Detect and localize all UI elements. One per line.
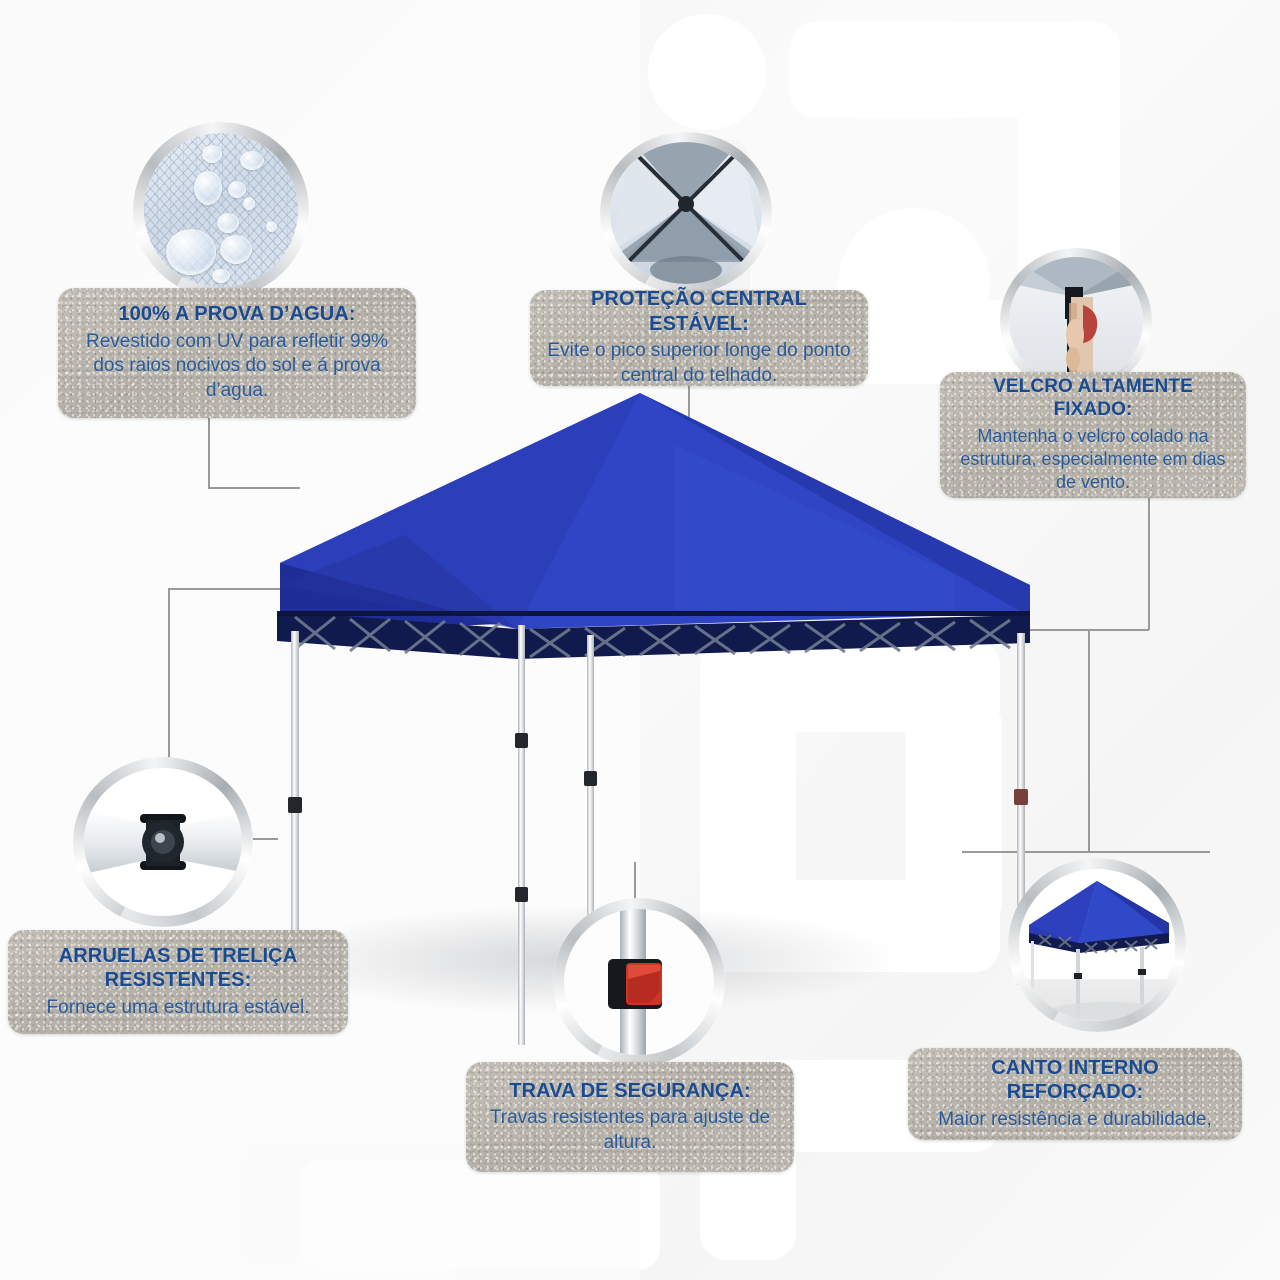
detail-circle-truss-washers xyxy=(73,757,253,927)
callout-velcro-body: Mantenha o velcro colado na estrutura, e… xyxy=(960,425,1226,493)
tent-corner-icon xyxy=(1029,881,1169,1020)
washer-bolt-icon xyxy=(84,810,242,874)
callout-central-protection-body: Evite o pico superior longe do ponto cen… xyxy=(547,340,851,386)
callout-truss-washers-title-line2: RESISTENTES: xyxy=(104,969,252,992)
tent-leg-right xyxy=(1017,633,1025,985)
callout-safety-lock-body: Travas resistentes para ajuste de altura… xyxy=(489,1107,771,1153)
callout-safety-lock[interactable]: TRAVA DE SEGURANÇA: Travas resistentes p… xyxy=(466,1062,794,1172)
canopy-valance xyxy=(277,611,1030,659)
callout-waterproof-title: 100% A PROVA D’AGUA: xyxy=(118,303,356,326)
detail-circle-safety-lock xyxy=(553,898,725,1066)
detail-circle-velcro xyxy=(1000,248,1152,394)
callout-truss-washers-body: Fornece uma estrutura estável. xyxy=(46,996,310,1018)
red-push-lock-icon xyxy=(608,909,662,1055)
callout-reinforced-corner-title: CANTO INTERNO REFORÇADO: xyxy=(991,1056,1159,1104)
hero-tent-image xyxy=(255,385,1055,1045)
callout-central-protection[interactable]: PROTEÇÃO CENTRAL ESTÁVEL: Evite o pico s… xyxy=(530,288,868,386)
callout-central-protection-title: PROTEÇÃO CENTRAL ESTÁVEL: xyxy=(590,288,808,335)
tent-leg-right-inner xyxy=(587,635,594,965)
canopy-roof xyxy=(280,393,1030,633)
callout-truss-washers[interactable]: ARRUELAS DE TRELIÇA RESISTENTES: Fornece… xyxy=(8,930,348,1034)
callout-velcro-title: VELCRO ALTAMENTE FIXADO: xyxy=(993,376,1193,421)
callout-safety-lock-title: TRAVA DE SEGURANÇA: xyxy=(509,1079,751,1102)
water-droplets-icon xyxy=(166,229,216,275)
callout-waterproof-body: Revestido com UV para refletir 99% dos r… xyxy=(85,330,388,402)
callout-waterproof[interactable]: 100% A PROVA D’AGUA: Revestido com UV pa… xyxy=(58,288,416,418)
tent-leg-center xyxy=(518,625,525,1045)
callout-velcro[interactable]: VELCRO ALTAMENTE FIXADO: Mantenha o velc… xyxy=(940,372,1246,498)
callout-truss-washers-title-line1: ARRUELAS DE TRELIÇA xyxy=(58,944,298,967)
callout-reinforced-corner-body: Maior resistência e durabilidade, xyxy=(938,1108,1212,1130)
tent-leg-left xyxy=(291,631,299,951)
velcro-strap-icon xyxy=(1009,257,1143,385)
detail-circle-central-protection xyxy=(600,132,772,294)
callout-reinforced-corner[interactable]: CANTO INTERNO REFORÇADO: Maior resistênc… xyxy=(908,1048,1242,1140)
canopy-peak-icon xyxy=(610,142,762,284)
detail-circle-waterproof xyxy=(133,122,309,298)
detail-circle-reinforced-corner xyxy=(1008,858,1186,1032)
